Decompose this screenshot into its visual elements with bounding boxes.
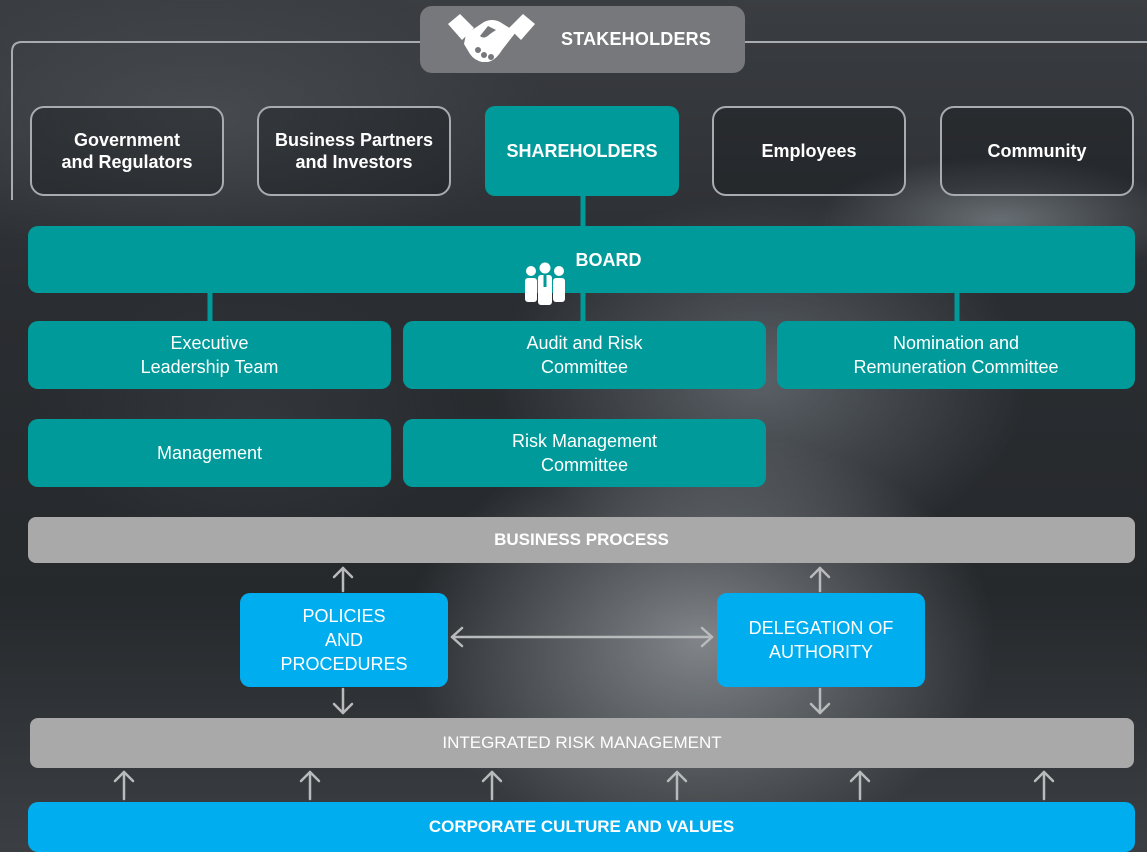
arrow-up-icon xyxy=(1033,770,1055,801)
arrow-down-icon xyxy=(809,687,831,715)
double-arrow-icon xyxy=(450,626,714,648)
stakeholder-shareholders: SHAREHOLDERS xyxy=(485,106,679,196)
executive-leadership-team: Executive Leadership Team xyxy=(28,321,391,389)
corporate-culture-bar: CORPORATE CULTURE AND VALUES xyxy=(28,802,1135,852)
arrow-up-icon xyxy=(809,566,831,593)
arrow-down-icon xyxy=(332,687,354,715)
stakeholder-business-partners: Business Partners and Investors xyxy=(257,106,451,196)
board-bar: BOARD xyxy=(28,226,1135,305)
stakeholder-employees: Employees xyxy=(712,106,906,196)
nomination-remuneration-committee: Nomination and Remuneration Committee xyxy=(777,321,1135,389)
stakeholder-government: Government and Regulators xyxy=(30,106,224,196)
business-process-bar: BUSINESS PROCESS xyxy=(28,517,1135,563)
management: Management xyxy=(28,419,391,487)
board-label: BOARD xyxy=(575,249,642,270)
integrated-risk-management-bar: INTEGRATED RISK MANAGEMENT xyxy=(30,718,1134,768)
risk-management-committee: Risk Management Committee xyxy=(403,419,766,487)
delegation-of-authority: DELEGATION OF AUTHORITY xyxy=(717,593,925,687)
group-people-icon xyxy=(522,238,568,305)
arrow-up-icon xyxy=(299,770,321,801)
stakeholders-header: STAKEHOLDERS xyxy=(420,6,745,73)
stakeholders-title: STAKEHOLDERS xyxy=(561,29,712,49)
arrow-up-icon xyxy=(481,770,503,801)
stakeholder-community: Community xyxy=(940,106,1134,196)
audit-risk-committee: Audit and Risk Committee xyxy=(403,321,766,389)
policies-procedures: POLICIES AND PROCEDURES xyxy=(240,593,448,687)
arrow-up-icon xyxy=(113,770,135,801)
arrow-up-icon xyxy=(666,770,688,801)
arrow-up-icon xyxy=(849,770,871,801)
handshake-icon xyxy=(444,10,539,70)
arrow-up-icon xyxy=(332,566,354,593)
